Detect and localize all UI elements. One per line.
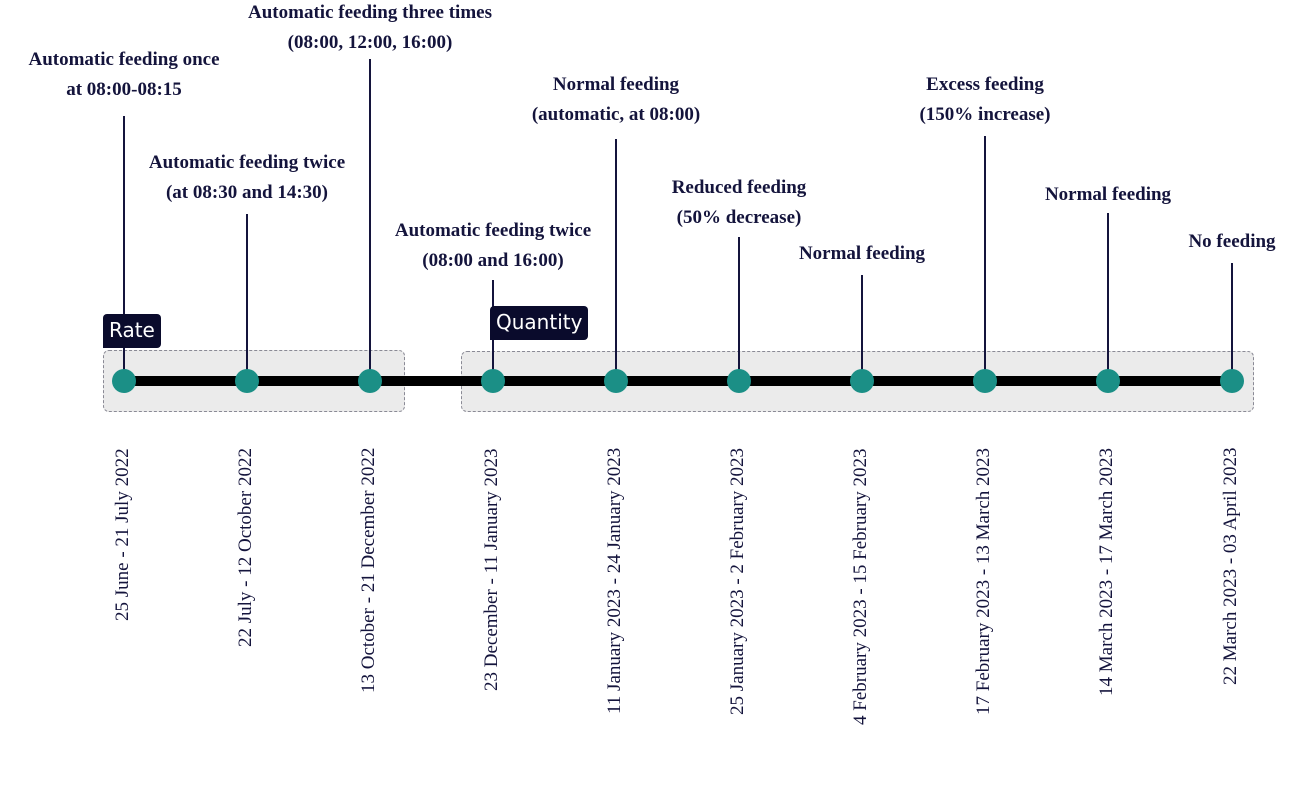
timeline-node-icon [973, 369, 997, 393]
event-label: Automatic feeding twice (at 08:30 and 14… [149, 148, 345, 208]
event-label: Normal feeding (automatic, at 08:00) [532, 70, 700, 130]
event-stem [615, 139, 617, 380]
timeline-node-icon [1220, 369, 1244, 393]
event-label: Automatic feeding three times (08:00, 12… [248, 0, 492, 58]
event-date-label: 17 February 2023 - 13 March 2023 [973, 447, 994, 715]
event-label-line2: (150% increase) [919, 104, 1051, 125]
event-label-line1: Automatic feeding three times [248, 2, 492, 23]
event-label: Excess feeding (150% increase) [919, 70, 1050, 130]
event-label: No feeding [1188, 227, 1275, 257]
event-label: Normal feeding [1045, 180, 1171, 210]
event-stem [1107, 213, 1109, 380]
timeline-node-icon [235, 369, 259, 393]
event-stem [123, 116, 125, 380]
timeline-node-icon [481, 369, 505, 393]
event-date-label: 25 June - 21 July 2022 [112, 448, 133, 621]
event-date-label: 11 January 2023 - 24 January 2023 [604, 447, 625, 714]
event-label: Normal feeding [799, 239, 925, 269]
timeline-node-icon [604, 369, 628, 393]
timeline-axis [124, 376, 1232, 386]
event-label: Reduced feeding (50% decrease) [672, 173, 807, 233]
event-label-line2: (automatic, at 08:00) [531, 104, 701, 125]
event-date-label: 23 December - 11 January 2023 [481, 448, 502, 691]
event-label-line2: (50% decrease) [676, 207, 802, 228]
event-date-label: 13 October - 21 December 2022 [358, 447, 379, 693]
event-label-line1: Normal feeding [1044, 184, 1172, 205]
event-label-line1: Automatic feeding once [28, 49, 220, 70]
event-stem [1231, 263, 1233, 380]
event-label-line1: Reduced feeding [671, 177, 807, 198]
timeline-node-icon [727, 369, 751, 393]
timeline-node-icon [358, 369, 382, 393]
event-label-line1: Normal feeding [552, 74, 680, 95]
event-stem [984, 136, 986, 380]
event-label-line2: (at 08:30 and 14:30) [165, 182, 329, 203]
event-label-line1: Excess feeding [926, 74, 1044, 95]
event-date-label: 22 March 2023 - 03 April 2023 [1220, 447, 1241, 685]
quantity-group-tag: Quantity [490, 306, 589, 340]
rate-group-tag: Rate [103, 314, 161, 348]
event-stem [738, 237, 740, 380]
timeline-node-icon [112, 369, 136, 393]
event-label-line2: (08:00 and 16:00) [422, 250, 564, 271]
event-stem [861, 275, 863, 380]
event-stem [369, 59, 371, 380]
event-label-line1: Normal feeding [798, 243, 926, 264]
event-label-line1: Automatic feeding twice [394, 220, 592, 241]
event-stem [246, 214, 248, 380]
timeline-node-icon [1096, 369, 1120, 393]
event-date-label: 25 January 2023 - 2 February 2023 [727, 447, 748, 715]
event-label-line2: (08:00, 12:00, 16:00) [287, 32, 453, 53]
timeline-node-icon [850, 369, 874, 393]
event-label: Automatic feeding twice (08:00 and 16:00… [395, 216, 591, 276]
event-label-line1: Automatic feeding twice [148, 152, 346, 173]
event-label-line2: at 08:00-08:15 [66, 79, 182, 100]
event-date-label: 4 February 2023 - 15 February 2023 [850, 448, 871, 725]
event-label-line1: No feeding [1188, 231, 1276, 252]
event-date-label: 22 July - 12 October 2022 [235, 448, 256, 647]
event-date-label: 14 March 2023 - 17 March 2023 [1096, 447, 1117, 696]
event-label: Automatic feeding once at 08:00-08:15 [28, 45, 219, 105]
